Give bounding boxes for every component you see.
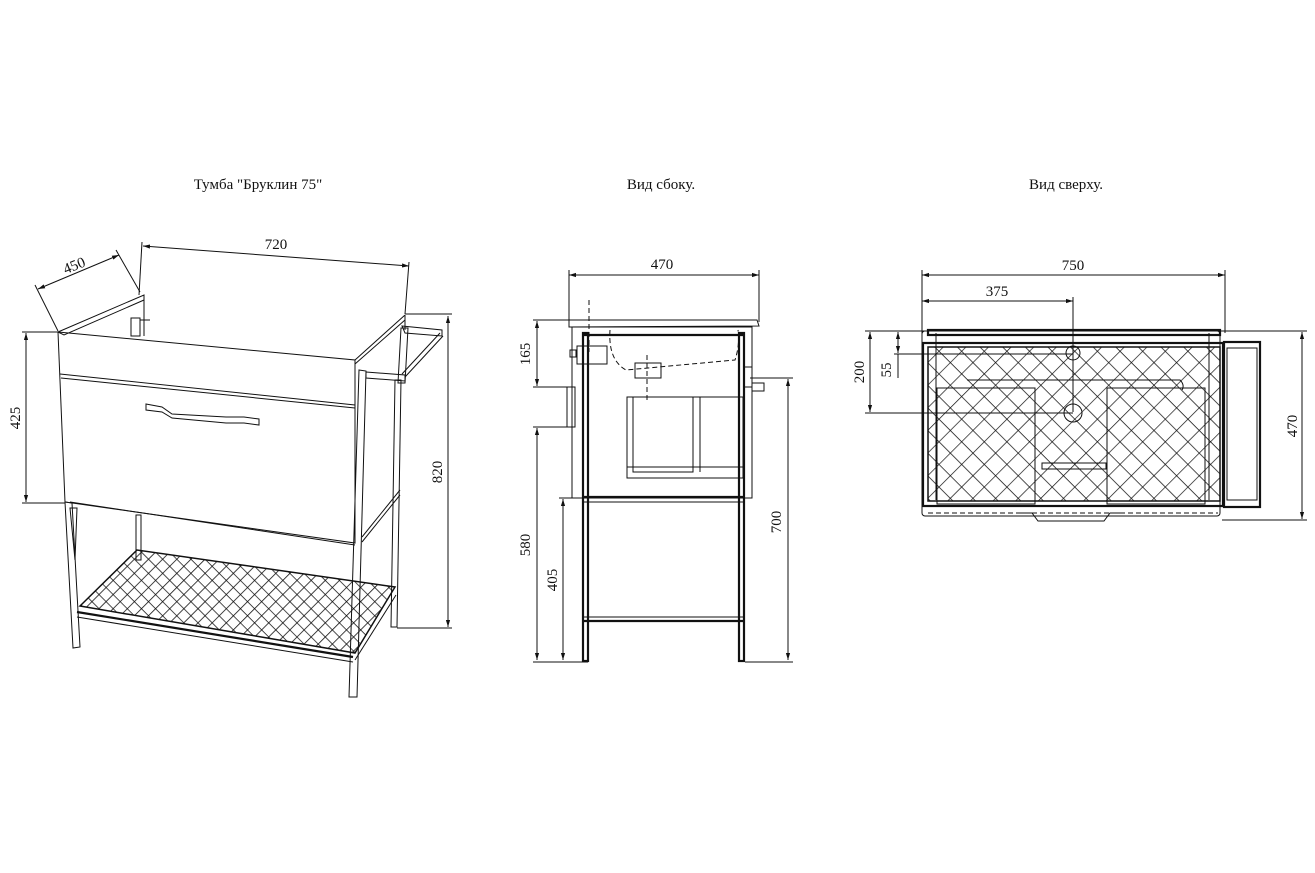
dim-label: 580 [518,534,534,557]
metal-frame [64,325,444,698]
dim-top-depth: 470 [1220,330,1307,521]
dim-label: 820 [430,461,446,484]
side-view: Вид сбоку. 470 165 580 405 [518,177,793,663]
mesh-shelf [76,549,397,663]
top-mesh [927,346,1221,502]
iso-view-title: Тумба "Бруклин 75" [194,177,323,193]
top-view-title: Вид сверху. [1029,177,1103,193]
dim-label: 470 [651,257,674,273]
top-cabinet [921,328,1262,522]
dim-label: 375 [986,284,1009,300]
dim-label: 450 [61,255,88,278]
dim-label: 720 [265,237,288,253]
dim-side-depth: 470 [568,257,760,322]
drawer-handle [145,403,260,426]
dim-iso-width: 720 [138,237,410,315]
dim-label: 55 [879,363,895,378]
dim-side-580: 580 [518,426,588,663]
dim-label: 425 [8,407,24,430]
dim-label: 750 [1062,258,1085,274]
dim-side-top-offset: 165 [518,319,570,388]
dim-side-700: 700 [745,377,793,663]
dim-iso-depth: 450 [34,249,141,332]
dim-iso-drawer-height: 425 [8,331,65,504]
dim-label: 700 [769,511,785,534]
dim-iso-total-height: 820 [397,313,452,629]
iso-view: Тумба "Бруклин 75" 450 720 425 820 [8,177,452,698]
cabinet-body [56,294,406,544]
dim-label: 470 [1285,415,1301,438]
side-cabinet [566,300,765,663]
side-view-title: Вид сбоку. [627,177,695,193]
dim-side-405: 405 [545,497,582,660]
top-view: Вид сверху. 750 375 470 200 [852,177,1307,522]
dim-label: 165 [518,343,534,366]
dim-label: 200 [852,361,868,384]
dim-label: 405 [545,569,561,592]
dim-top-width: 750 [921,258,1226,342]
